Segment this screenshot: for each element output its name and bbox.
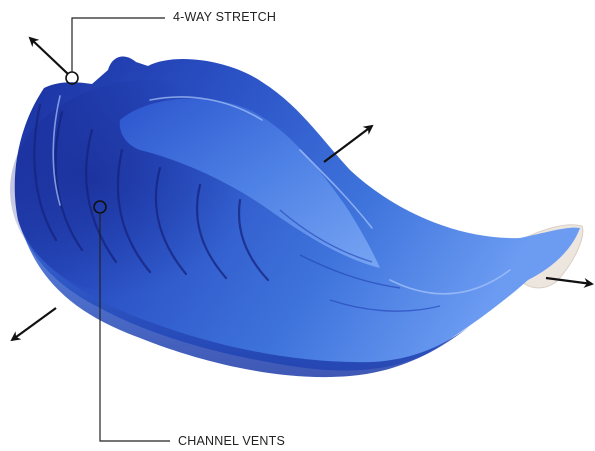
callout-label-vents: CHANNEL VENTS (178, 435, 285, 448)
arrow-stretch-up-left (30, 38, 68, 74)
callout-label-stretch: 4-WAY STRETCH (173, 11, 276, 24)
arrow-stretch-down-left (12, 308, 56, 340)
callout-marker-stretch (66, 72, 78, 84)
arrow-stretch-up-right (324, 126, 372, 162)
